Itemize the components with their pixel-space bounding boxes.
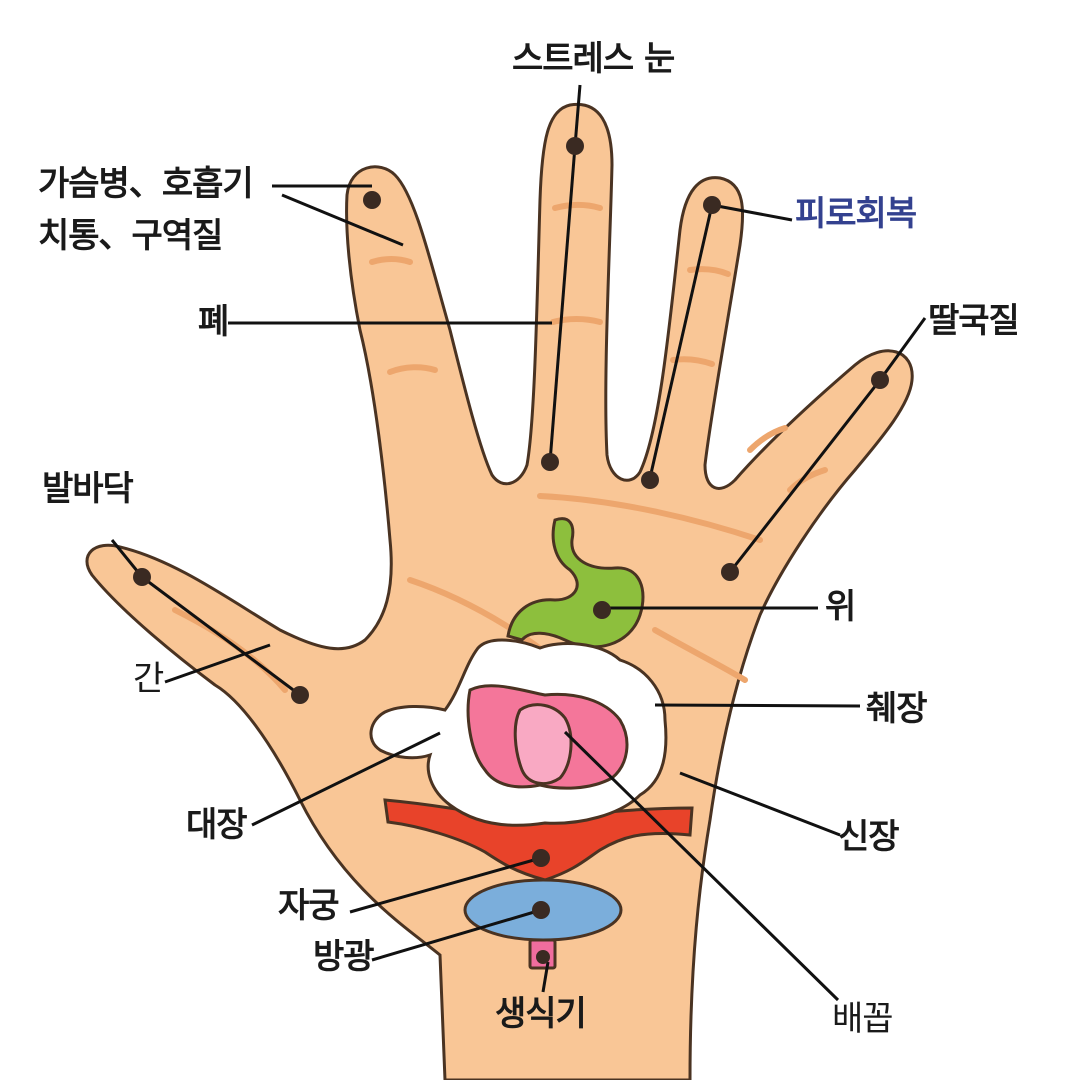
label-pancreas: 췌장: [866, 689, 928, 729]
point-fatigue: [703, 196, 721, 214]
point-hiccup: [871, 371, 889, 389]
label-stress-eye: 스트레스 눈: [512, 39, 675, 79]
label-lung: 폐: [198, 302, 229, 342]
label-navel: 배꼽: [832, 999, 894, 1039]
label-genitals: 생식기: [495, 994, 587, 1034]
label-kidney: 신장: [838, 817, 900, 857]
point-stress-eye: [566, 137, 584, 155]
point-bladder: [532, 901, 550, 919]
hand-outline: [85, 102, 914, 1080]
point-stomach: [593, 601, 611, 619]
point-chest: [363, 191, 381, 209]
label-colon: 대장: [186, 805, 248, 845]
point-pinky-base: [721, 563, 739, 581]
leader-lines: [110, 84, 927, 1002]
label-chest-line1: 가슴병、호흡기: [38, 164, 254, 204]
label-stomach: 위: [825, 587, 856, 627]
intestine-core: [513, 703, 573, 786]
label-bladder: 방광: [313, 937, 375, 977]
point-genitals: [536, 950, 550, 964]
label-hiccup: 딸국질: [928, 301, 1020, 341]
point-liver: [291, 686, 309, 704]
point-sole: [133, 568, 151, 586]
point-ring-base: [641, 471, 659, 489]
label-chest-line2: 치통、구역질: [38, 216, 223, 256]
point-uterus: [532, 849, 550, 867]
label-sole: 발바닥: [42, 469, 134, 509]
point-middle-base: [541, 453, 559, 471]
label-uterus: 자궁: [278, 886, 340, 926]
reflex-points: [133, 137, 889, 964]
label-fatigue: 피로회복: [795, 194, 917, 234]
label-liver: 간: [133, 659, 164, 699]
